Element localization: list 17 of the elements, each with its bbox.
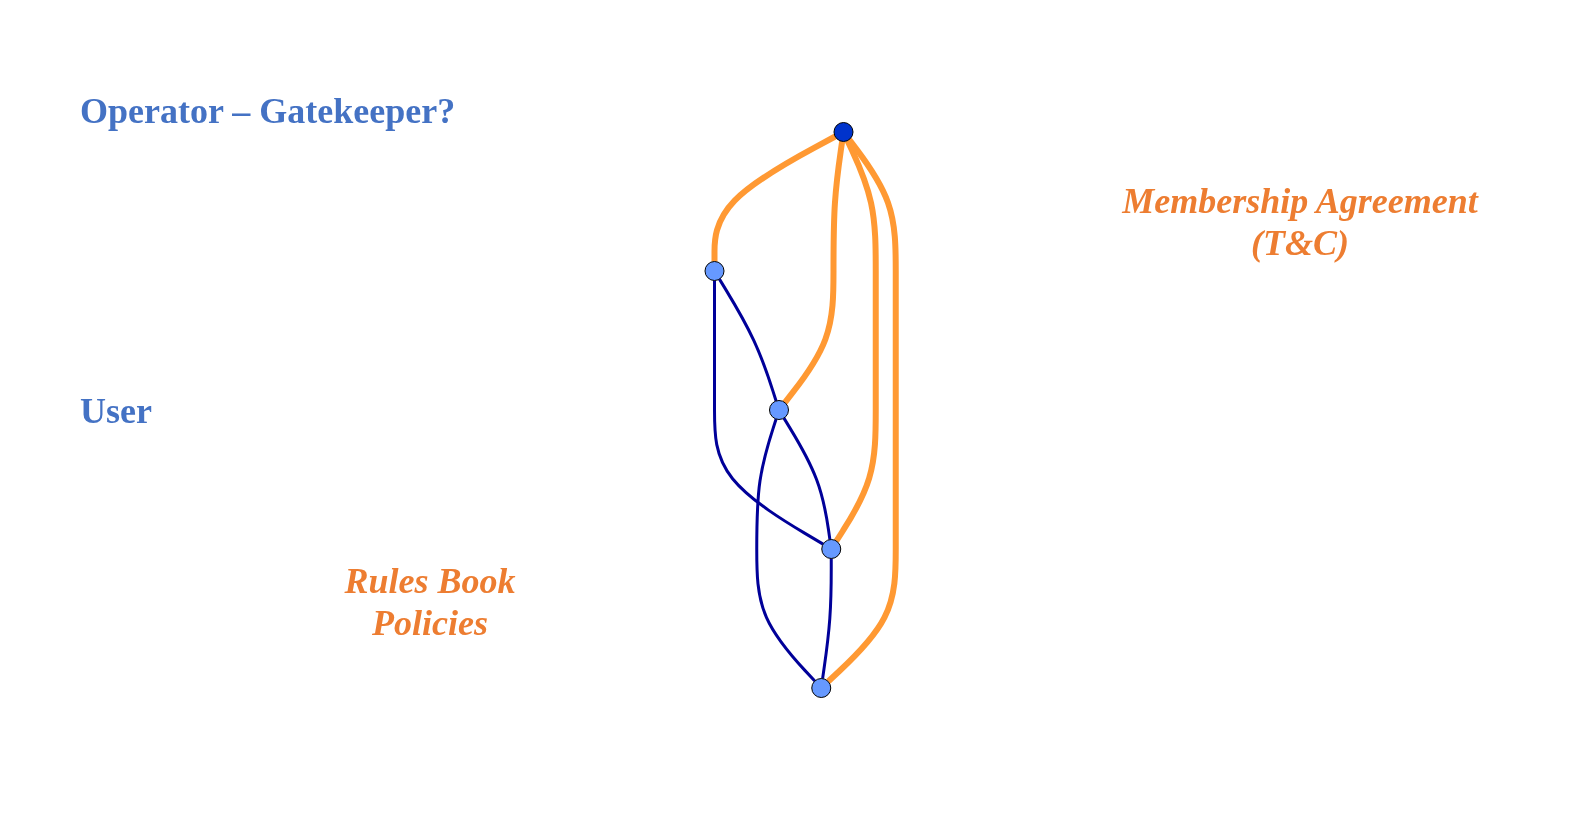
- note-text: Rules Book Policies: [343, 560, 517, 644]
- note-text: Membership Agreement (T&C): [1121, 180, 1480, 264]
- connector: [754, 418, 816, 683]
- note-text: Operator – Gatekeeper?: [80, 90, 457, 132]
- node-circle: [768, 400, 789, 420]
- node-circle: [820, 539, 841, 559]
- node-circle: [810, 678, 831, 698]
- connector: [782, 417, 831, 540]
- connector: [712, 280, 824, 546]
- note-text: User: [80, 390, 153, 432]
- node-circle: [704, 261, 725, 281]
- connector: [717, 278, 778, 402]
- connector: [825, 137, 899, 684]
- connector: [782, 140, 845, 405]
- node-circle: [833, 122, 854, 142]
- connector: [820, 558, 833, 679]
- connector: [711, 133, 837, 262]
